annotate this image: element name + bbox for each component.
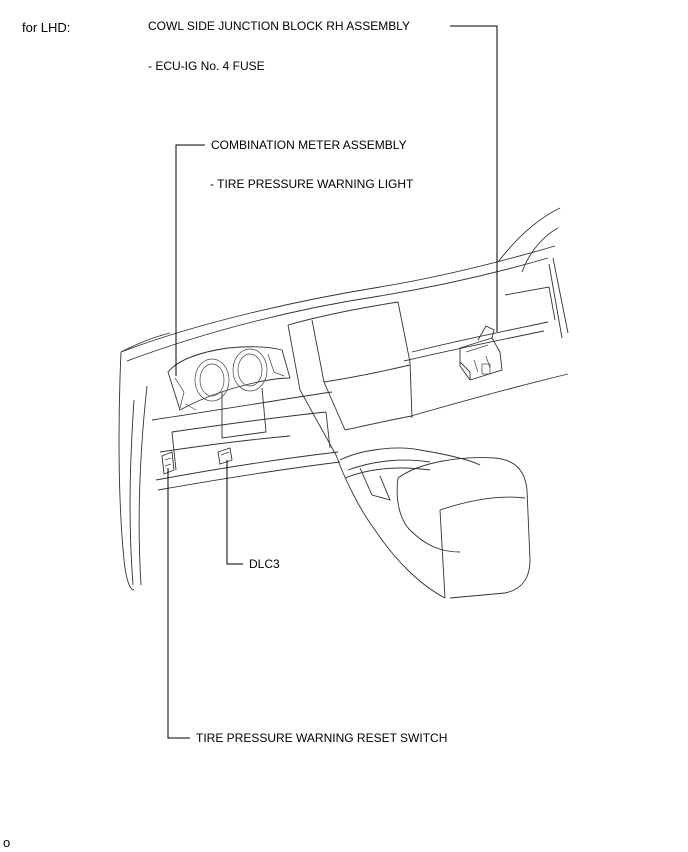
cowl-block-label: COWL SIDE JUNCTION BLOCK RH ASSEMBLY [148, 19, 411, 33]
corner-mark: o [3, 835, 11, 850]
dlc3-connector-icon [217, 447, 233, 465]
region-label: for LHD: [22, 20, 71, 35]
reset-switch-icon [161, 451, 175, 475]
reset-switch-label: TIRE PRESSURE WARNING RESET SWITCH [196, 731, 448, 745]
junction-block-icon [459, 325, 503, 381]
combination-meter-icon [167, 346, 291, 411]
combination-meter-sublabel: - TIRE PRESSURE WARNING LIGHT [210, 177, 414, 191]
dlc3-label: DLC3 [249, 557, 280, 571]
combination-meter-label: COMBINATION METER ASSEMBLY [211, 138, 407, 152]
leader-lines [167, 25, 498, 739]
dashboard-body [118, 207, 569, 599]
cowl-block-sublabel: - ECU-IG No. 4 FUSE [148, 59, 265, 73]
